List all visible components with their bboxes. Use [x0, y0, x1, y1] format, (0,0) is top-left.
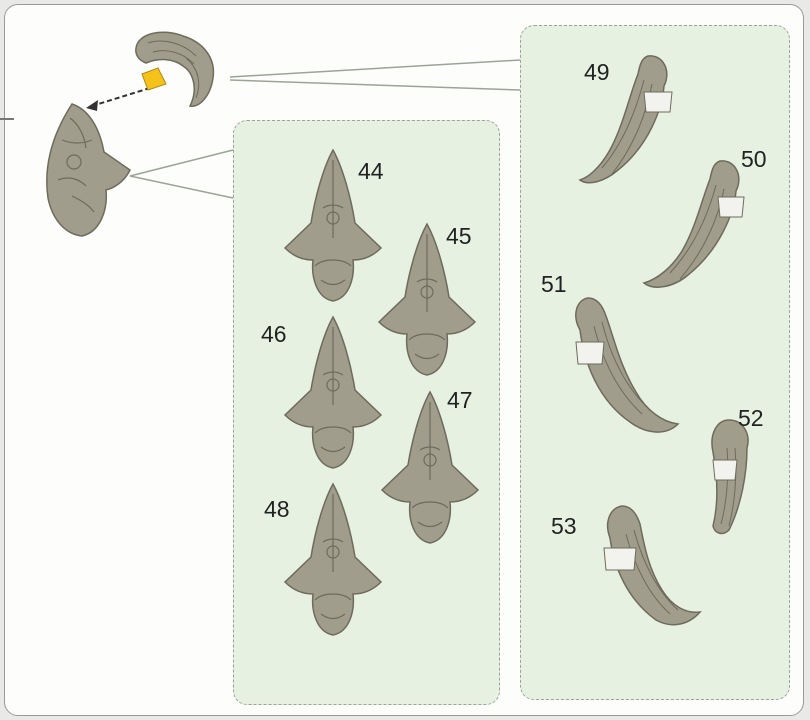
part-number-45: 45	[446, 225, 472, 248]
hair-part-51-figure	[570, 292, 685, 437]
connector-tab	[142, 68, 166, 90]
part-number-46: 46	[261, 323, 287, 346]
mask-part-48-figure	[283, 482, 383, 637]
hair-part-50-figure	[640, 155, 750, 295]
part-number-50: 50	[741, 148, 767, 171]
mask-part-47-figure	[380, 390, 480, 545]
hair-part-53-figure	[600, 500, 705, 630]
part-number-47: 47	[447, 389, 473, 412]
hair-assembly-figure	[128, 28, 228, 113]
part-number-52: 52	[738, 407, 764, 430]
hair-part-52-figure	[705, 418, 755, 536]
part-number-53: 53	[551, 515, 577, 538]
part-number-48: 48	[264, 498, 290, 521]
part-number-51: 51	[541, 273, 567, 296]
part-number-49: 49	[584, 61, 610, 84]
mask-assembly-figure	[42, 100, 134, 240]
part-number-44: 44	[358, 160, 384, 183]
mask-part-46-figure	[283, 315, 383, 470]
